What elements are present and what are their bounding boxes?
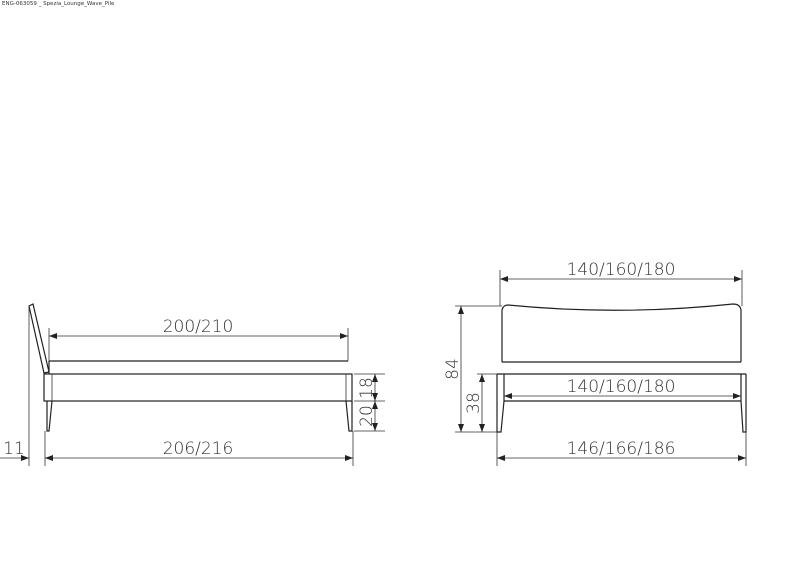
side-view: 200/210 206/216 11 18 20 [0, 303, 385, 466]
dim-inner-width: 140/160/180 [567, 377, 676, 397]
leg [740, 374, 747, 433]
headboard [501, 303, 742, 362]
bed-frame [43, 373, 353, 402]
dim-headboard-offset: 11 [3, 439, 25, 459]
headboard [28, 303, 50, 374]
leg [496, 374, 505, 433]
dim-overall-width: 146/166/186 [567, 439, 676, 459]
dim-headboard-width: 140/160/180 [567, 260, 676, 280]
leg [345, 400, 353, 432]
leg [46, 400, 53, 432]
dim-overall-length: 206/216 [163, 439, 234, 459]
dim-frame-height: 18 [357, 377, 377, 399]
dim-overall-height: 84 [443, 358, 463, 380]
dim-leg-height: 20 [357, 405, 377, 427]
dim-mattress-length: 200/210 [163, 317, 234, 337]
drawing-title: ENG-063059 _ Spezia_Lounge_Wave_Pile [2, 1, 115, 7]
front-view: 140/160/180 140/160/180 146/166/186 84 3… [443, 260, 747, 466]
dim-frame-top-height: 38 [464, 392, 484, 414]
